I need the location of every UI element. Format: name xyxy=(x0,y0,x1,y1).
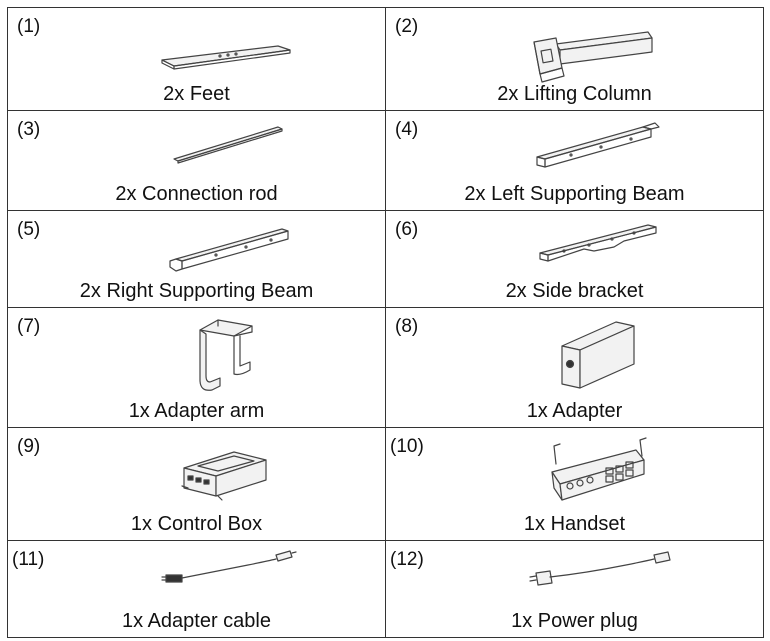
part-label: 1x Handset xyxy=(523,513,626,535)
part-cell-left-beam: (4) 2x Left Supporting Beam xyxy=(385,110,764,211)
part-number: (5) xyxy=(17,219,41,240)
part-cell-connection-rod: (3) 2x Connection rod xyxy=(7,110,386,211)
part-label: 2x Feet xyxy=(163,83,230,105)
part-number: (11) xyxy=(12,549,45,570)
foot-icon xyxy=(161,45,291,70)
part-label: 2x Lifting Column xyxy=(497,83,652,105)
part-label: 1x Power plug xyxy=(511,610,638,632)
part-number: (12) xyxy=(390,549,424,570)
part-cell-right-beam: (5) 2x Right Supporting Beam xyxy=(7,210,386,308)
part-number: (8) xyxy=(395,316,419,337)
part-cell-control-box: (9) 1x Control Box xyxy=(7,427,386,541)
right-beam-icon xyxy=(169,228,289,272)
part-label: 2x Side bracket xyxy=(505,280,644,302)
part-number: (2) xyxy=(395,16,419,37)
left-beam-icon xyxy=(536,122,660,168)
part-label: 1x Adapter cable xyxy=(122,610,271,632)
part-label: 1x Control Box xyxy=(130,513,263,535)
part-number: (10) xyxy=(390,436,424,457)
part-number: (7) xyxy=(17,316,41,337)
side-bracket-icon xyxy=(539,224,657,262)
connection-rod-icon xyxy=(173,126,283,164)
part-cell-adapter: (8) 1x Adapter xyxy=(385,307,764,428)
part-label: 1x Adapter arm xyxy=(128,400,265,422)
part-cell-lifting-column: (2) 2x Lifting Column xyxy=(385,7,764,111)
part-number: (4) xyxy=(395,119,419,140)
part-label: 2x Left Supporting Beam xyxy=(464,183,685,205)
handset-icon xyxy=(551,437,647,501)
adapter-cable-icon xyxy=(161,550,297,583)
part-cell-handset: (10) 1x Handset xyxy=(385,427,764,541)
part-number: (1) xyxy=(17,16,41,37)
part-label: 2x Right Supporting Beam xyxy=(79,280,314,302)
part-cell-side-bracket: (6) 2x Side bracket xyxy=(385,210,764,308)
part-label: 1x Adapter xyxy=(526,400,623,422)
adapter-icon xyxy=(561,321,635,389)
part-number: (3) xyxy=(17,119,41,140)
part-number: (9) xyxy=(17,436,41,457)
adapter-arm-icon xyxy=(199,319,253,391)
part-cell-power-plug: (12) 1x Power plug xyxy=(385,540,764,638)
lifting-column-icon xyxy=(533,31,653,83)
part-cell-feet: (1) 2x Feet xyxy=(7,7,386,111)
parts-table: (1) 2x Feet (2) xyxy=(7,7,764,638)
power-plug-icon xyxy=(529,551,671,586)
part-cell-adapter-arm: (7) 1x Adapter arm xyxy=(7,307,386,428)
part-label: 2x Connection rod xyxy=(115,183,278,205)
control-box-icon xyxy=(181,451,267,501)
part-cell-adapter-cable: (11) 1x Adapter cable xyxy=(7,540,386,638)
part-number: (6) xyxy=(395,219,419,240)
